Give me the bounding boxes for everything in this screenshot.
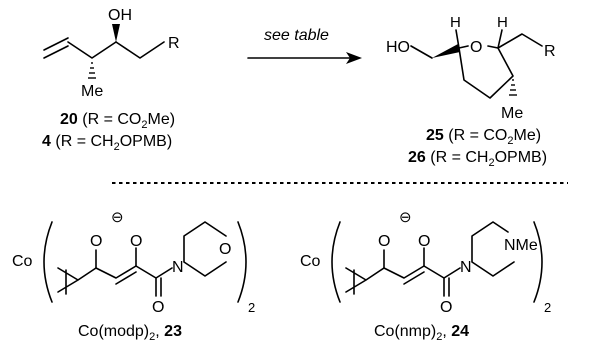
piperazine-ring xyxy=(471,221,515,277)
product-r-label: R xyxy=(544,43,556,60)
catalyst-caption: Co(modp)2, 23 xyxy=(78,323,182,343)
ketone-o: O xyxy=(90,233,102,250)
product: HO O H H R Me 25 (R = CO2Me) 26 (R = CH2… xyxy=(386,14,556,169)
paren-subscript: 2 xyxy=(544,300,551,315)
sm-chain-bonds-2 xyxy=(115,41,165,59)
product-ho-bond xyxy=(410,45,433,59)
alkene-double-bond xyxy=(43,37,69,59)
catalyst-nmp: Co O O ⊖ O N NMe 2 Co(nmp)2, 24 xyxy=(300,209,551,343)
ring-heteroatom: NMe xyxy=(504,237,538,254)
ring-oxygen-label: O xyxy=(470,39,482,56)
morpholine-ring xyxy=(183,221,227,277)
left-paren xyxy=(43,221,53,303)
right-paren xyxy=(237,221,247,303)
tbu-group xyxy=(57,267,97,295)
co-label: Co xyxy=(12,253,33,270)
amide-cn-bond xyxy=(155,267,173,279)
enolate-o: O xyxy=(418,233,430,250)
left-paren xyxy=(331,221,341,303)
co-label: Co xyxy=(300,253,321,270)
amide-co xyxy=(135,265,162,297)
paren-subscript: 2 xyxy=(248,300,255,315)
enolate-charge-icon: ⊖ xyxy=(399,209,412,226)
product-caption-2: 26 (R = CH2OPMB) xyxy=(408,149,547,169)
sm-oh-wedge xyxy=(112,24,120,42)
sm-r-label: R xyxy=(168,35,180,52)
enolate-double-bond xyxy=(383,265,425,285)
ring-h-right: H xyxy=(497,14,508,31)
amide-o: O xyxy=(440,299,452,316)
sm-me-label: Me xyxy=(81,83,103,100)
amide-o: O xyxy=(152,299,164,316)
enolate-charge-icon: ⊖ xyxy=(111,209,124,226)
catalyst-modp: Co O O ⊖ O N O 2 Co(modp)2, 23 xyxy=(12,209,255,343)
product-ho-label: HO xyxy=(386,39,410,56)
ketone-o: O xyxy=(378,233,390,250)
catalyst-caption: Co(nmp)2, 24 xyxy=(374,323,469,343)
enolate-o: O xyxy=(130,233,142,250)
amide-co xyxy=(423,265,450,297)
ring-h-bonds xyxy=(455,29,503,49)
arrow-condition-label: see table xyxy=(264,27,329,44)
right-paren xyxy=(533,221,543,303)
product-me-label: Me xyxy=(501,105,523,122)
enolate-double-bond xyxy=(95,265,137,285)
amide-n: N xyxy=(172,259,184,276)
starting-material: OH R Me 20 (R = CO2Me) 4 (R = CH2OPMB) xyxy=(42,7,180,153)
sm-me-hash xyxy=(88,62,96,79)
amide-n: N xyxy=(460,259,472,276)
sm-oh-label: OH xyxy=(108,7,132,24)
thf-ring-bonds xyxy=(458,45,514,99)
sm-chain-bonds xyxy=(67,41,117,59)
ring-heteroatom: O xyxy=(219,241,231,258)
reaction-arrow: see table xyxy=(247,27,362,64)
ring-h-left: H xyxy=(450,14,461,31)
product-ch2-wedge xyxy=(432,44,460,58)
product-me-hash xyxy=(509,79,517,96)
arrow-head xyxy=(346,52,362,64)
tbu-group xyxy=(345,267,385,295)
product-caption-1: 25 (R = CO2Me) xyxy=(426,127,541,147)
sm-caption-2: 4 (R = CH2OPMB) xyxy=(42,133,172,153)
product-side-chain xyxy=(497,33,543,49)
amide-cn-bond xyxy=(443,267,461,279)
sm-caption-1: 20 (R = CO2Me) xyxy=(60,111,175,131)
